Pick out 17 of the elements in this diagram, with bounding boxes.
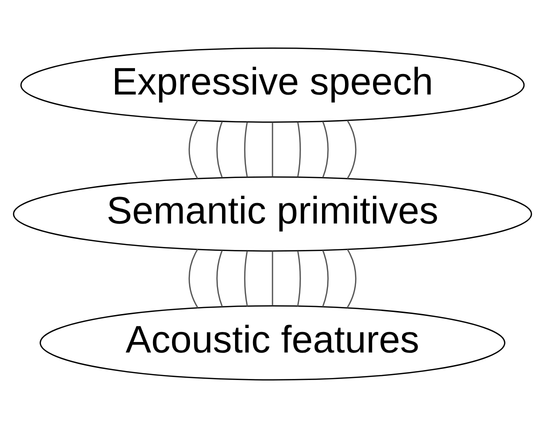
connector bbox=[216, 120, 223, 177]
connector bbox=[216, 250, 223, 306]
connector bbox=[346, 120, 356, 178]
connector bbox=[188, 120, 198, 178]
connector bbox=[297, 122, 301, 176]
connector bbox=[322, 250, 329, 306]
connector bbox=[297, 250, 301, 306]
node-ellipse: Semantic primitives bbox=[12, 176, 532, 252]
node-ellipse: Expressive speech bbox=[20, 46, 525, 122]
connector bbox=[346, 248, 356, 308]
connector bbox=[244, 122, 248, 176]
connector bbox=[322, 120, 329, 177]
connector bbox=[188, 248, 198, 308]
connector bbox=[272, 122, 274, 176]
node-ellipse: Acoustic features bbox=[40, 304, 506, 380]
connector bbox=[272, 250, 274, 306]
connector bbox=[244, 250, 248, 306]
